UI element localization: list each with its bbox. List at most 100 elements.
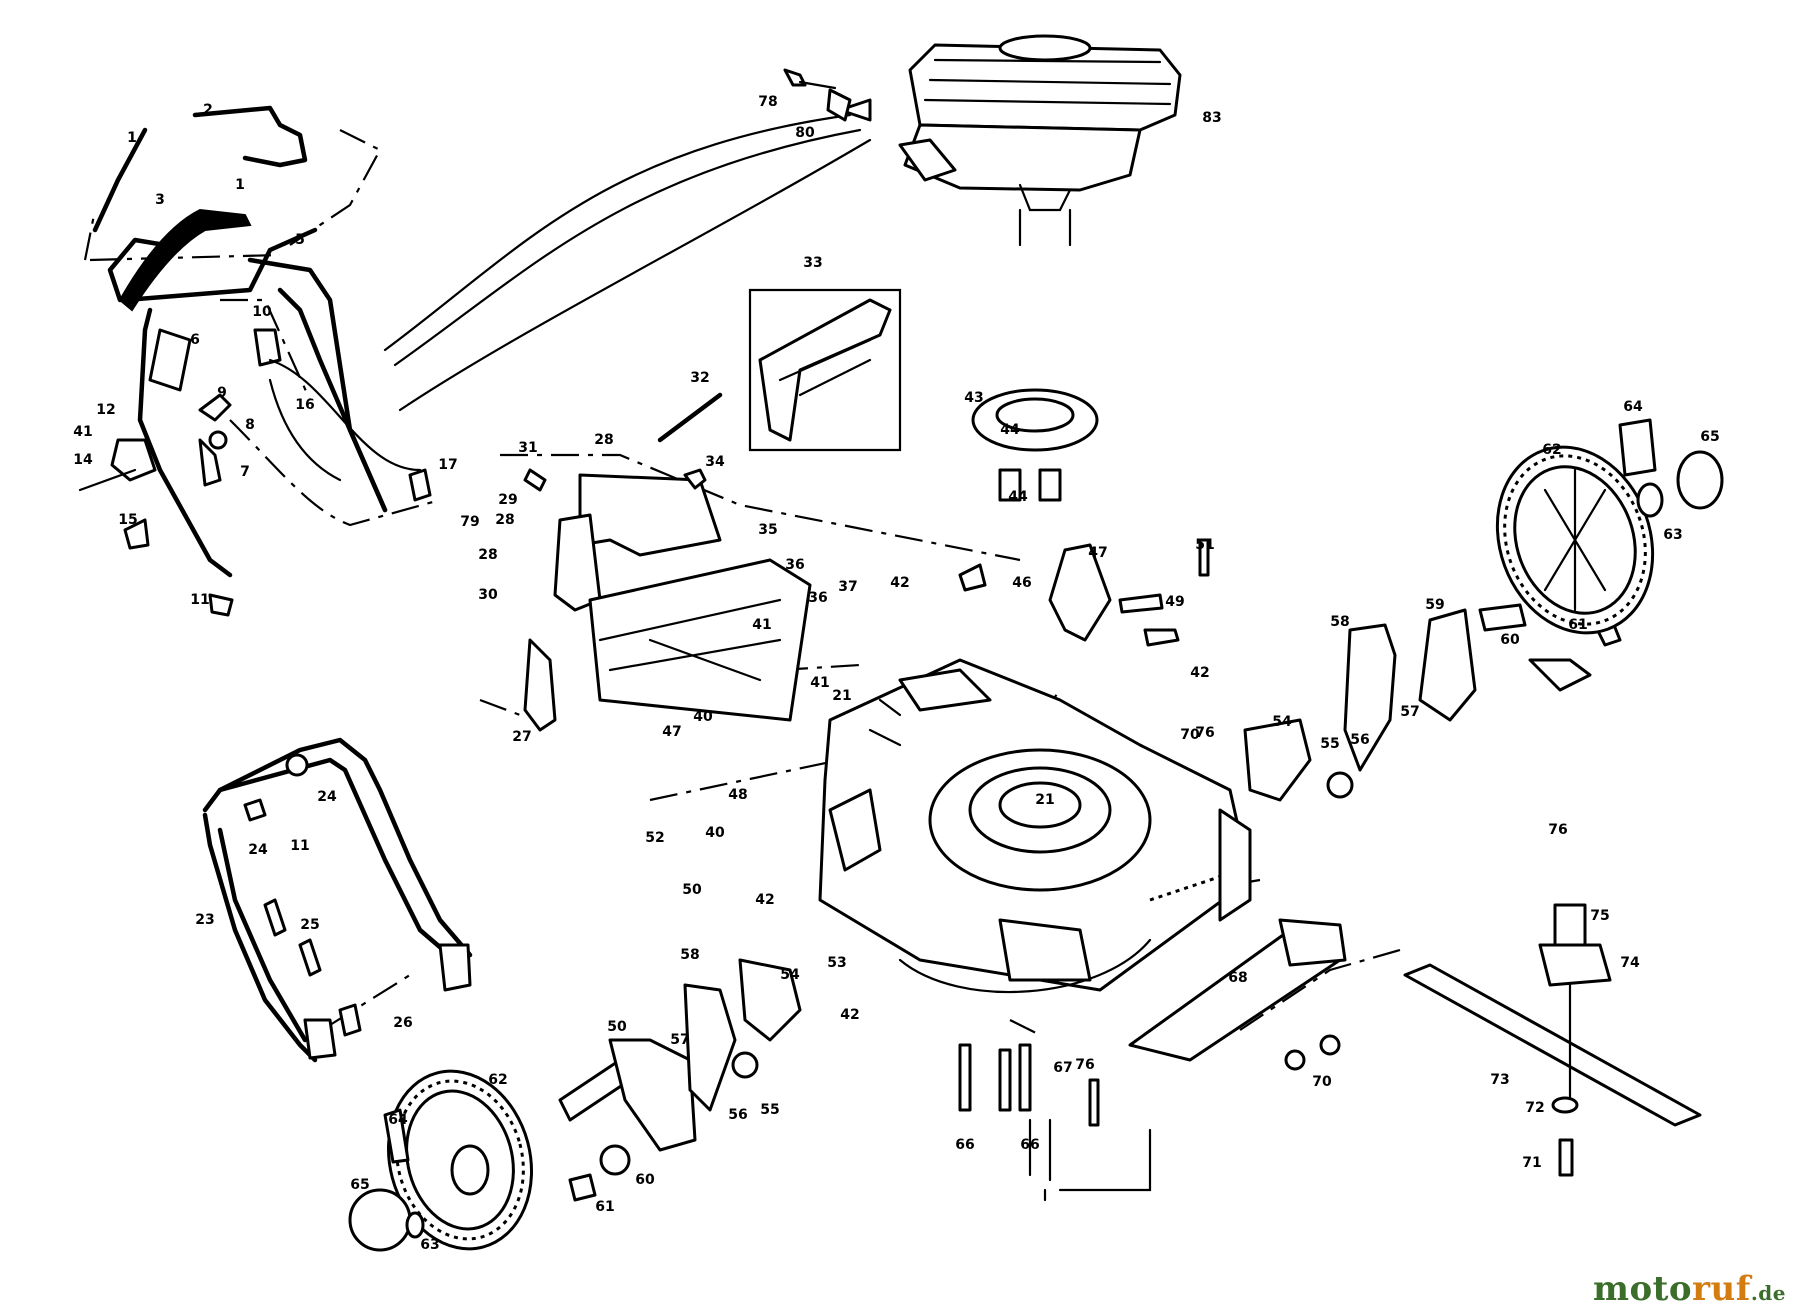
callout-55: 55	[1320, 736, 1339, 752]
callout-40b: 40	[705, 825, 725, 841]
callout-49: 49	[1165, 594, 1184, 610]
callout-14: 14	[73, 452, 93, 468]
callout-40: 40	[693, 709, 713, 725]
callout-42: 42	[1190, 665, 1209, 681]
callout-24: 24	[317, 789, 337, 805]
callout-44b: 44	[1008, 489, 1028, 505]
callout-25: 25	[300, 917, 319, 933]
callout-80: 80	[795, 125, 815, 141]
callout-60b: 60	[635, 1172, 655, 1188]
callout-67: 67	[1053, 1060, 1072, 1076]
callout-11b: 11	[290, 838, 309, 854]
callout-62b: 62	[488, 1072, 507, 1088]
callout-59: 59	[1425, 597, 1444, 613]
callout-44: 44	[1000, 422, 1020, 438]
callout-16: 16	[295, 397, 314, 413]
callout-75: 75	[1590, 908, 1609, 924]
callout-76: 76	[1195, 725, 1214, 741]
engine	[838, 34, 1182, 247]
callout-34: 34	[705, 454, 725, 470]
callout-5: 5	[295, 232, 305, 248]
callout-55b: 55	[760, 1102, 779, 1118]
callout-68: 68	[1228, 970, 1247, 986]
callout-30: 30	[478, 587, 498, 603]
callout-58b: 58	[680, 947, 699, 963]
right-side-parts	[958, 538, 1622, 802]
callout-15: 15	[118, 512, 137, 528]
callout-50: 50	[682, 882, 702, 898]
callout-10: 10	[252, 304, 272, 320]
callout-76c: 76	[1075, 1057, 1094, 1073]
callout-73: 73	[1490, 1072, 1509, 1088]
watermark-suffix: .de	[1750, 1281, 1786, 1305]
callout-11: 11	[190, 592, 209, 608]
callout-37: 37	[838, 579, 857, 595]
callout-54: 54	[1272, 714, 1292, 730]
callout-63b: 63	[420, 1237, 439, 1253]
callout-23: 23	[195, 912, 214, 928]
callout-57: 57	[1400, 704, 1419, 720]
callout-42d: 42	[840, 1007, 859, 1023]
watermark-middle: ruf	[1692, 1269, 1751, 1309]
callout-65b: 65	[350, 1177, 369, 1193]
watermark-main: moto	[1593, 1269, 1693, 1309]
callout-71: 71	[1522, 1155, 1541, 1171]
callout-36b: 36	[808, 590, 827, 606]
callout-74: 74	[1620, 955, 1640, 971]
callout-66b: 66	[1020, 1137, 1039, 1153]
callout-54b: 54	[780, 967, 800, 983]
callout-31: 31	[518, 440, 537, 456]
callout-65: 65	[1700, 429, 1719, 445]
grass-catcher-frame	[657, 288, 902, 452]
callout-6: 6	[190, 332, 200, 348]
callout-56b: 56	[728, 1107, 747, 1123]
site-watermark: motoruf.de	[1593, 1269, 1786, 1309]
callout-1b: 1	[235, 177, 245, 193]
callout-70: 70	[1180, 727, 1200, 743]
callout-17: 17	[438, 457, 457, 473]
callout-52: 52	[645, 830, 664, 846]
discharge-ring	[971, 388, 1099, 502]
callout-29: 29	[498, 492, 517, 508]
callout-27: 27	[512, 729, 531, 745]
callout-3: 3	[155, 192, 165, 208]
callout-33: 33	[803, 255, 822, 271]
callout-labels: 1 2 3 1 5 6 10 9 8 16 41 12 14 7 15 11 1…	[73, 94, 1719, 1253]
rear-flap-bracket	[523, 468, 812, 732]
callout-36: 36	[785, 557, 804, 573]
callout-58: 58	[1330, 614, 1349, 630]
callout-64: 64	[1623, 399, 1643, 415]
callout-70b: 70	[1312, 1074, 1332, 1090]
callout-63: 63	[1663, 527, 1682, 543]
callout-47b: 47	[662, 724, 681, 740]
callout-76b: 76	[1548, 822, 1567, 838]
callout-64b: 64	[388, 1112, 408, 1128]
callout-46: 46	[1012, 575, 1031, 591]
callout-28b: 28	[495, 512, 514, 528]
callout-9: 9	[217, 385, 227, 401]
callout-21b: 21	[1035, 792, 1054, 808]
throttle-cable	[383, 68, 872, 412]
lower-handle	[202, 737, 473, 1063]
deck-mount-bolts	[958, 1043, 1152, 1202]
baffle	[1128, 918, 1347, 1071]
callout-2: 2	[203, 102, 213, 118]
callout-7: 7	[240, 464, 250, 480]
callout-35: 35	[758, 522, 777, 538]
callout-61b: 61	[595, 1199, 614, 1215]
callout-50b: 50	[607, 1019, 627, 1035]
callout-41: 41	[73, 424, 92, 440]
callout-1: 1	[127, 130, 137, 146]
left-front-wheel	[348, 1069, 534, 1252]
callout-79: 79	[460, 514, 479, 530]
callout-53: 53	[827, 955, 846, 971]
callout-47: 47	[1088, 545, 1107, 561]
callout-83: 83	[1202, 110, 1221, 126]
blade-assembly	[1403, 903, 1702, 1177]
callout-8: 8	[245, 417, 255, 433]
callout-78: 78	[758, 94, 777, 110]
callout-24b: 24	[248, 842, 268, 858]
callout-61: 61	[1568, 617, 1587, 633]
